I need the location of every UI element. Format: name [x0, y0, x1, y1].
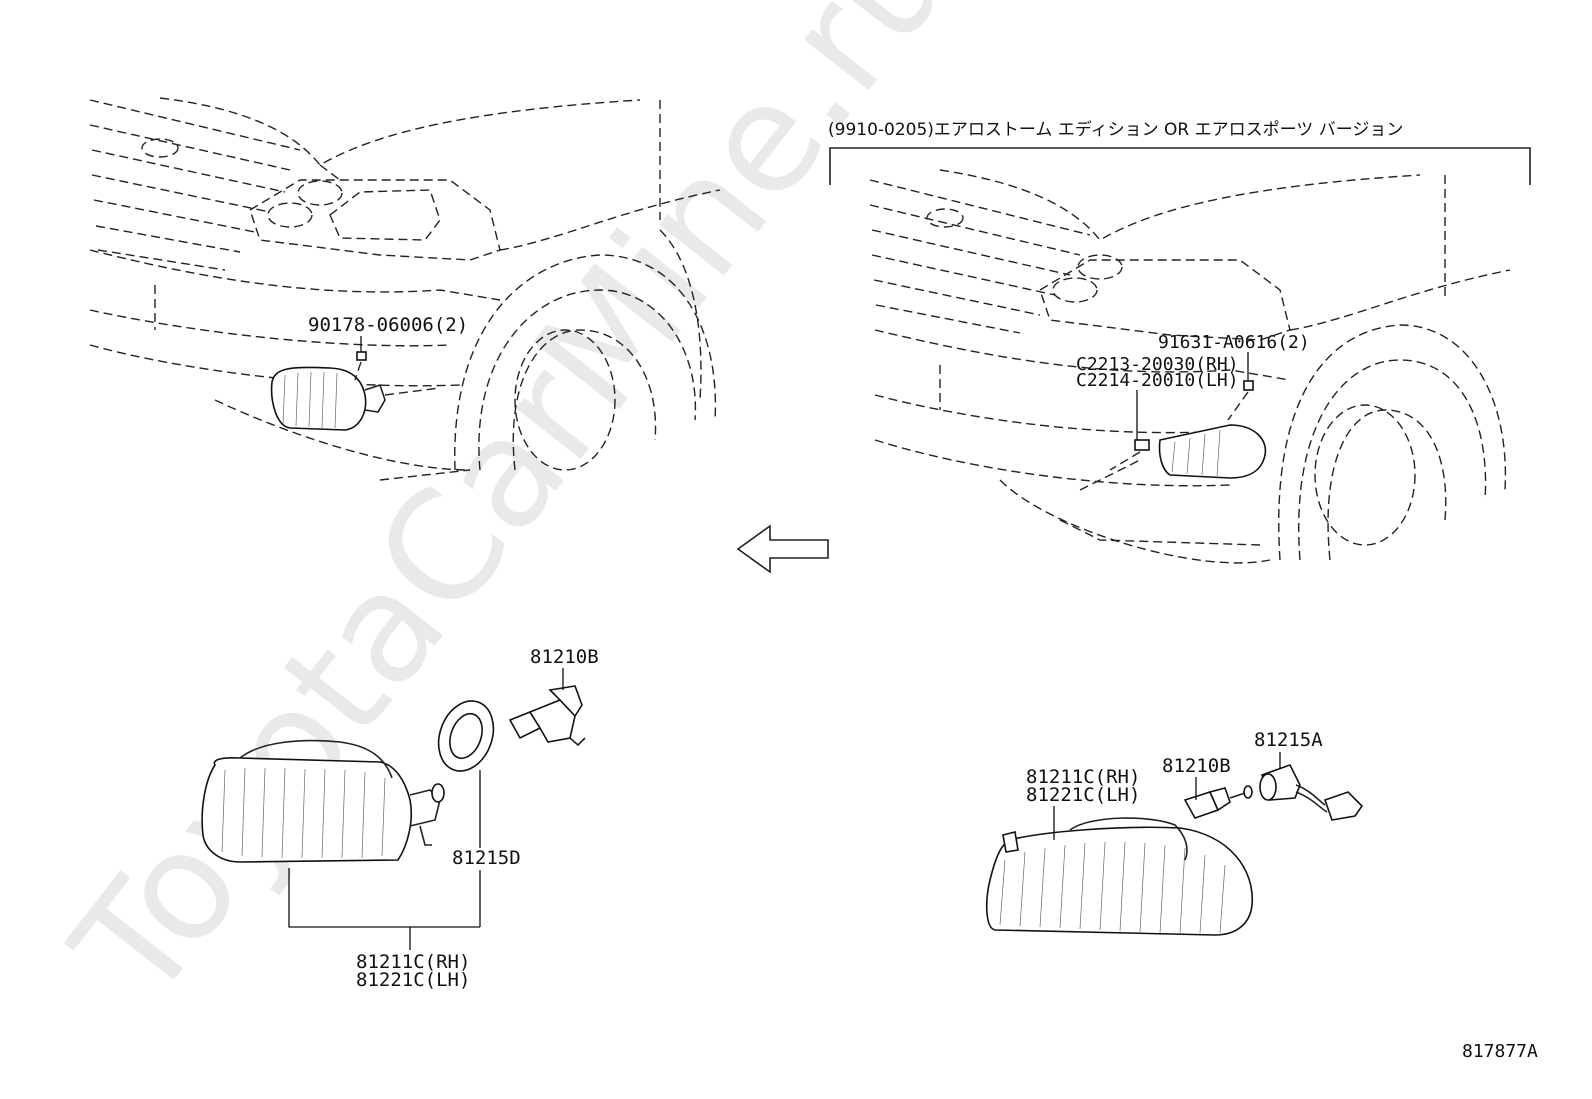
label-clip-lh: C2214-20010(LH) [1076, 370, 1239, 391]
label-lamp-lh-left: 81221C(LH) [356, 969, 470, 991]
label-lamp-lh-right: 81221C(LH) [1026, 784, 1140, 806]
watermark: ToyotaCarMine.ru [41, 0, 985, 1033]
label-socket-right: 81215A [1254, 729, 1323, 751]
arrow-left-indicator [736, 524, 829, 574]
turn-lamp-assembly-exploded: 81211C(RH) 81221C(LH) 81210B 81215A [985, 729, 1364, 936]
label-bulb-left: 81210B [530, 646, 599, 668]
label-bolt-right: 91631-A0616(2) [1158, 332, 1310, 353]
label-bulb-right: 81210B [1162, 755, 1231, 777]
variant-header: (9910-0205)エアロストーム エディション OR エアロスポーツ バージ… [828, 119, 1403, 140]
variant-bracket [829, 147, 1531, 185]
diagram-number: 817877A [1462, 1041, 1538, 1062]
car-left-view [89, 97, 721, 481]
label-lamp-rh-left: 81211C(RH) [356, 951, 470, 973]
car-right-view [869, 169, 1511, 564]
label-clip-rh: C2213-20030(RH) [1076, 354, 1239, 375]
label-lamp-rh-right: 81211C(RH) [1026, 766, 1140, 788]
label-seal: 81215D [452, 847, 521, 869]
label-bolt-left: 90178-06006(2) [308, 314, 468, 336]
turn-lamp-right-installed: 91631-A0616(2) C2213-20030(RH) C2214-200… [1076, 332, 1310, 479]
fog-lamp-assembly-exploded: 81210B 81215D 81211C(RH) 81221C(LH) [201, 646, 599, 991]
fog-lamp-left-installed: 90178-06006(2) [270, 314, 468, 431]
